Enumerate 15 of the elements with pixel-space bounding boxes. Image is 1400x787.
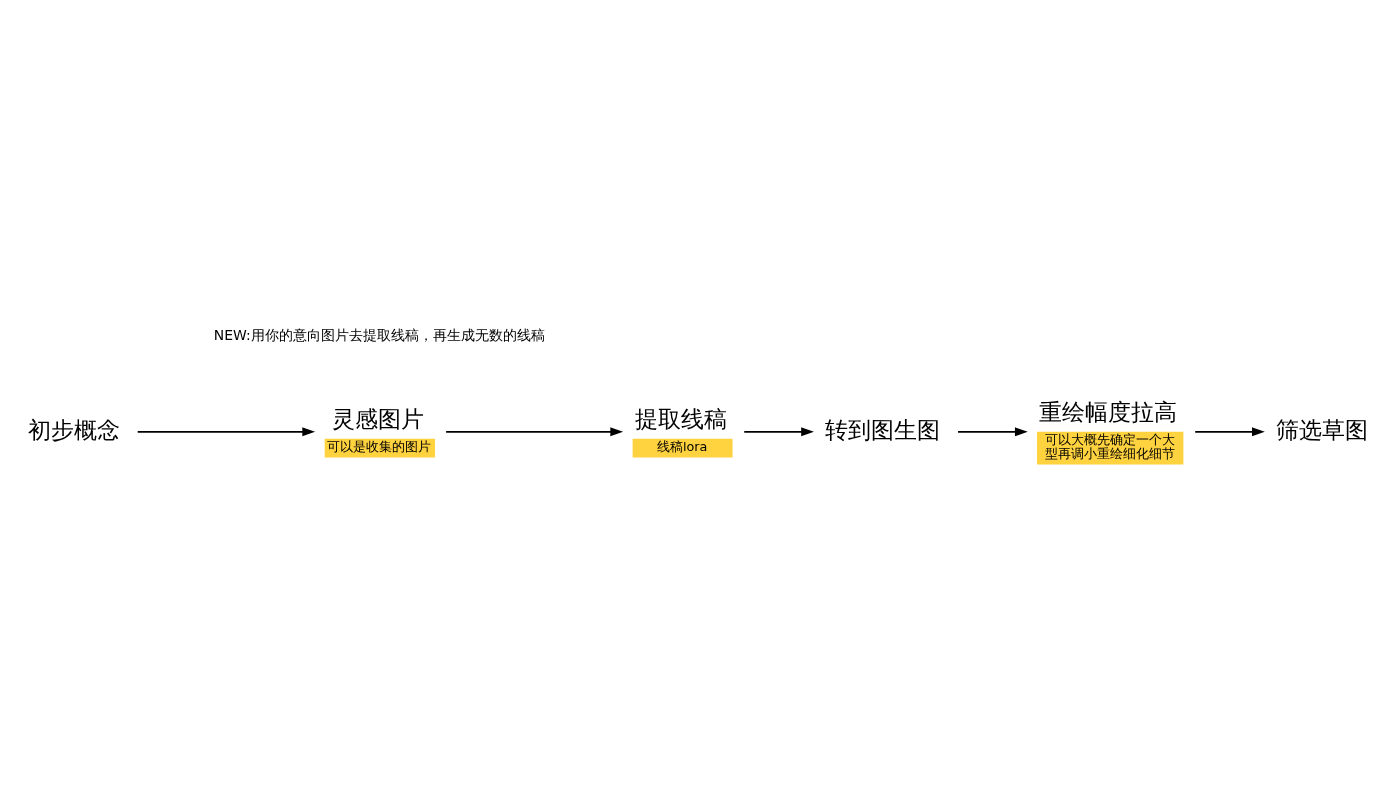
node-box: 线稿lora: [632, 438, 733, 458]
arrow: [743, 427, 814, 437]
arrow: [445, 427, 624, 437]
label: NEW:用你的意向图片去提取线稿，再生成无数的线稿: [213, 327, 545, 344]
node-label: 重绘幅度拉高: [1039, 398, 1178, 426]
node-text: 转到图生图: [825, 415, 941, 443]
node-box: 可以是收集的图片: [324, 438, 436, 458]
arrow: [957, 427, 1028, 437]
node-text: 初步概念: [28, 415, 121, 443]
node-text: 筛选草图: [1276, 415, 1369, 443]
node-box: 可以大概先确定一个大型再调小重绘细化细节: [1036, 431, 1184, 465]
arrow: [1194, 427, 1265, 437]
node-label: 灵感图片: [332, 405, 425, 433]
arrow: [136, 427, 316, 437]
node-label: 提取线稿: [634, 405, 727, 433]
